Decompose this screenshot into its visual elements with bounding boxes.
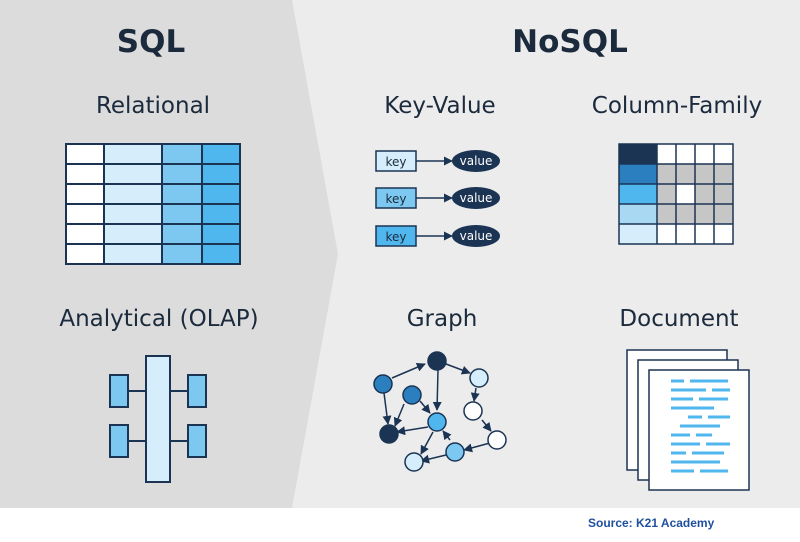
graph-icon (373, 351, 507, 472)
sql-title: SQL (116, 24, 186, 60)
kv-value-1: value (460, 154, 493, 168)
olap-icon (109, 355, 207, 483)
kv-pair-2: key value (375, 187, 500, 209)
document-label: Document (619, 306, 739, 332)
kv-value-3: value (460, 229, 493, 243)
relational-label: Relational (95, 93, 211, 119)
source-caption: Source: K21 Academy (588, 516, 715, 530)
column-family-label: Column-Family (591, 93, 763, 119)
kv-key-1: key (385, 155, 406, 169)
key-value-label: Key-Value (384, 93, 496, 119)
kv-pair-3: key value (375, 225, 500, 247)
graph-label: Graph (406, 306, 478, 332)
kv-key-3: key (385, 230, 406, 244)
kv-pair-1: key value (375, 150, 500, 172)
document-icon (626, 349, 750, 491)
kv-key-2: key (385, 192, 406, 206)
relational-table-icon (65, 143, 241, 265)
column-family-icon (618, 143, 734, 245)
analytical-label: Analytical (OLAP) (59, 306, 259, 332)
nosql-title: NoSQL (512, 24, 628, 60)
kv-value-2: value (460, 191, 493, 205)
key-value-icon: key value key value key value (375, 150, 500, 247)
